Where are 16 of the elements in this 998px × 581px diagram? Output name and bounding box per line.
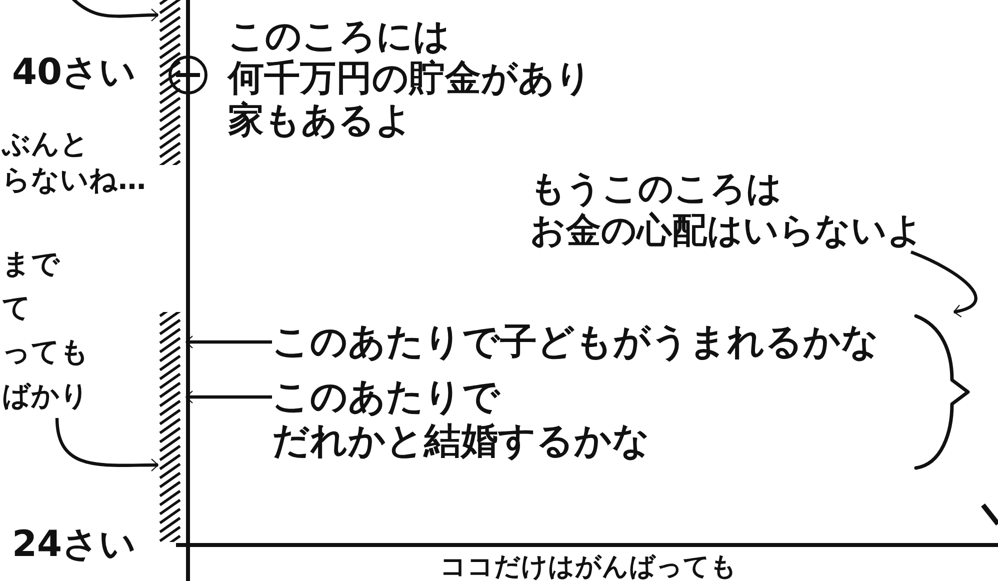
arrow xyxy=(185,335,272,349)
note-text: このあたりで子どもがうまれるかな xyxy=(272,320,879,364)
label-text: 40さい xyxy=(12,52,136,94)
arrow xyxy=(910,250,978,317)
arrow xyxy=(55,418,159,472)
label-text: らないね… xyxy=(2,164,146,196)
arrow xyxy=(70,0,159,22)
note-text: このあたりでだれかと結婚するかな xyxy=(272,375,650,463)
arrow xyxy=(185,390,272,404)
label-text: 24さい xyxy=(12,524,136,566)
label-text: このころには何千万円の貯金があり家もあるよ xyxy=(228,16,592,142)
note-text: まで て っても ばかり xyxy=(2,242,89,418)
curly-brace xyxy=(912,312,972,472)
label-text: ぶんと xyxy=(2,128,89,160)
label-text: ココだけはがんばっても xyxy=(440,553,737,581)
note-text: もうこのころはお金の心配はいらないよ xyxy=(530,168,923,252)
